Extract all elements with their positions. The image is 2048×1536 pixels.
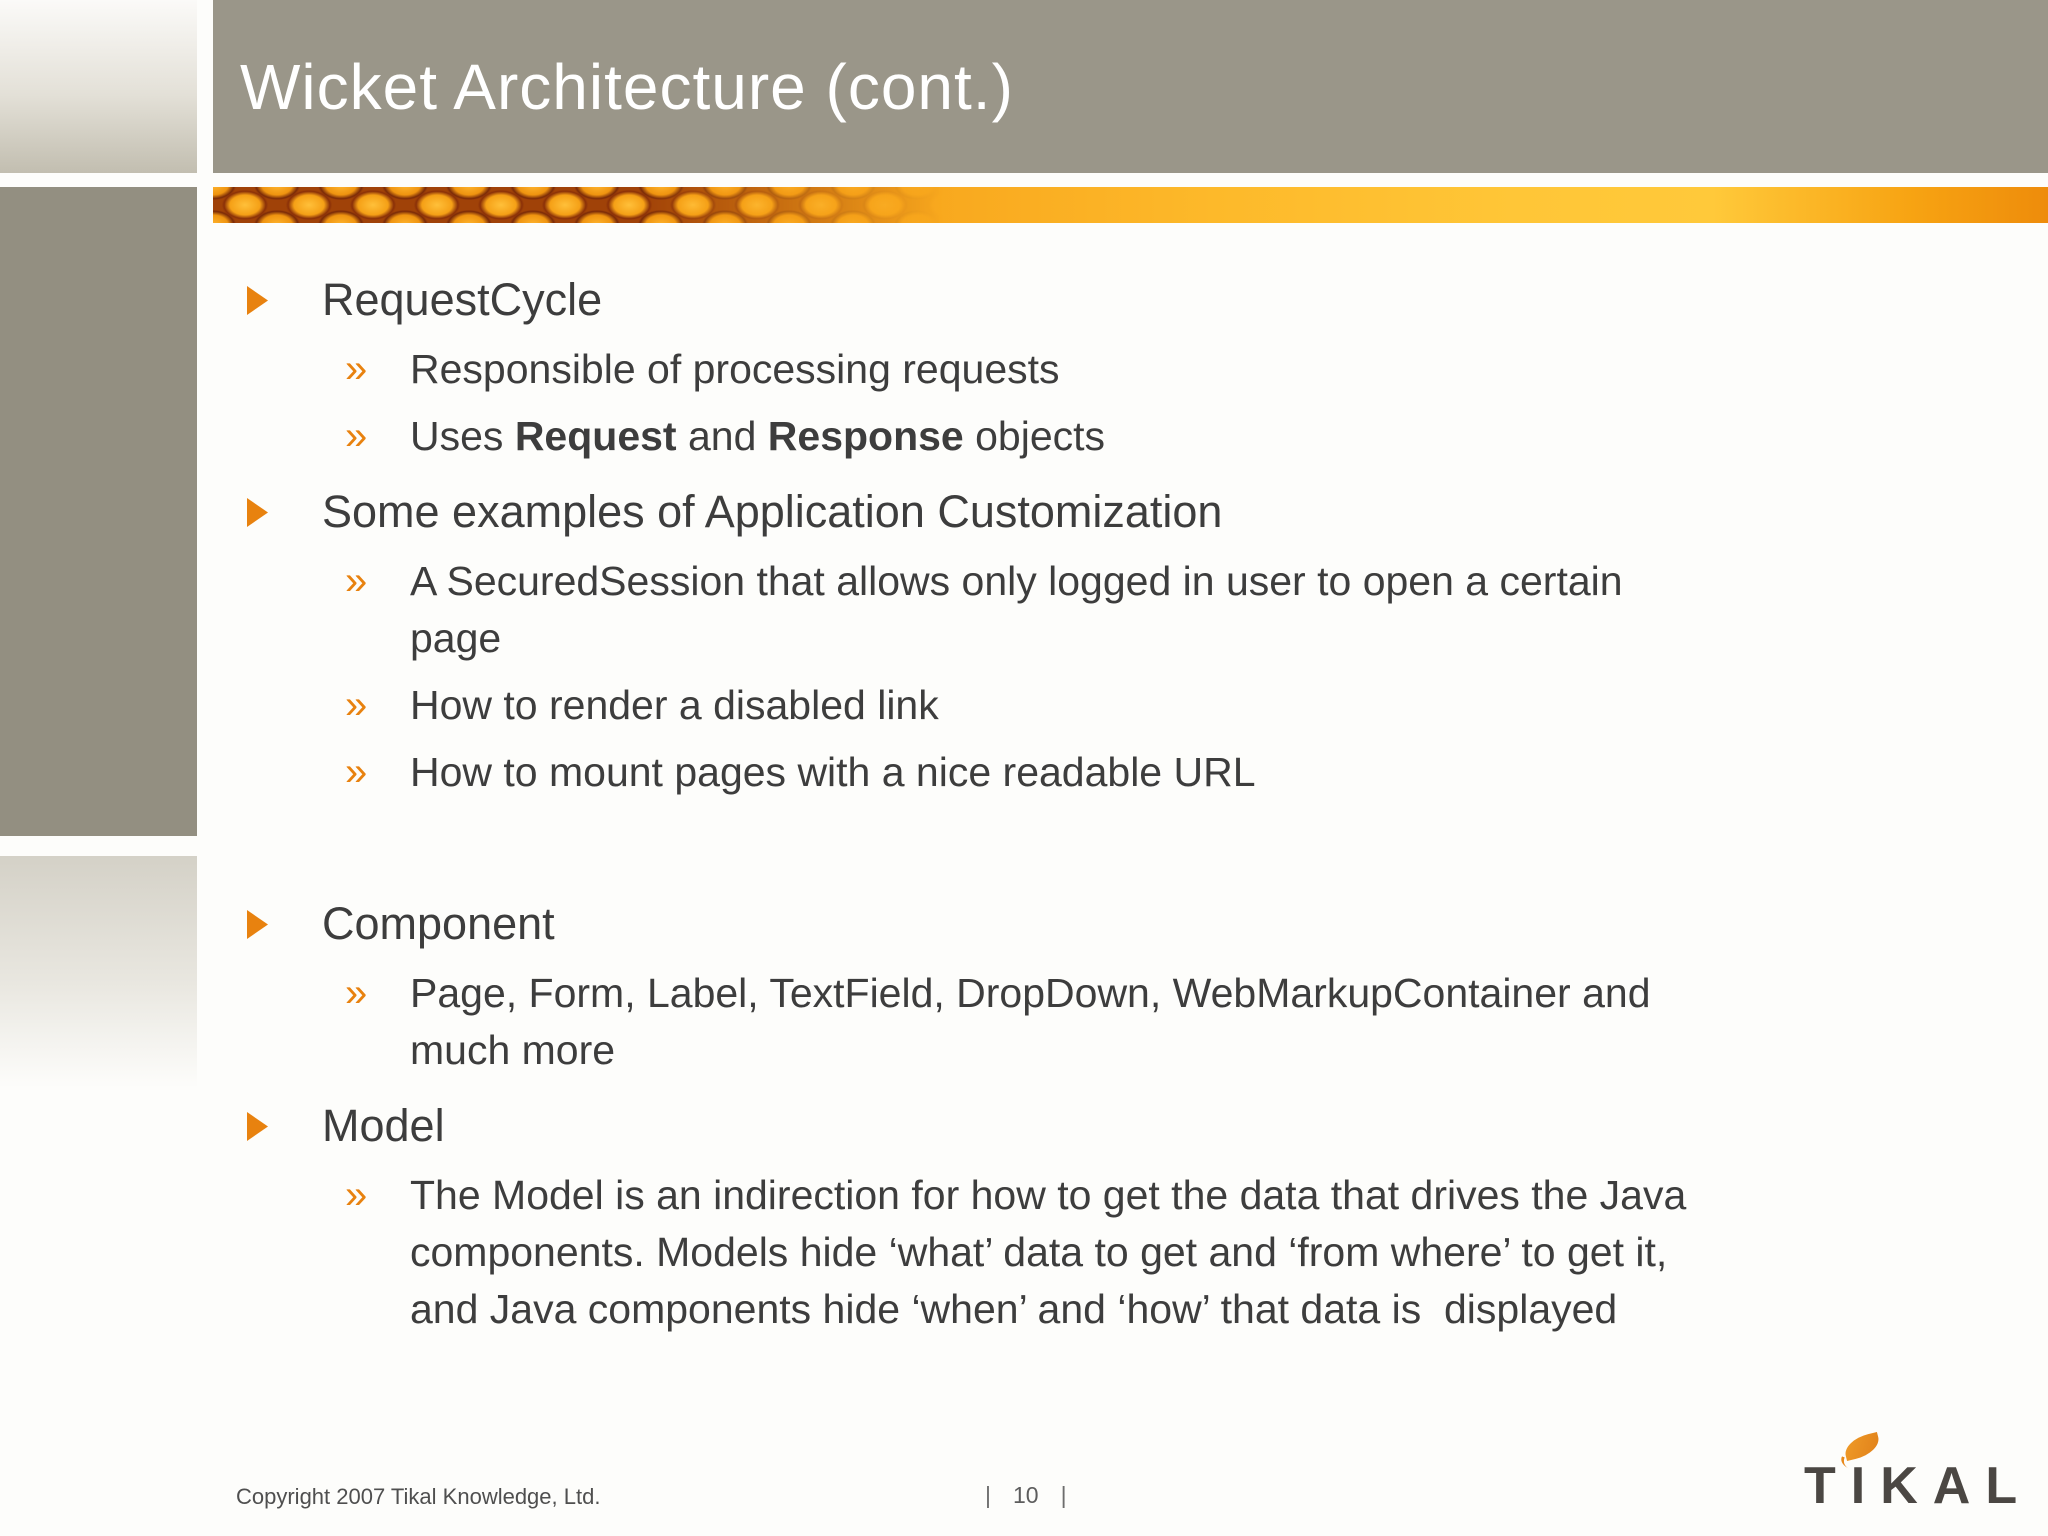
bullet-item: » Page, Form, Label, TextField, DropDown,… xyxy=(213,965,2048,1079)
bullet-item: Model xyxy=(213,1095,2048,1157)
bullet-chevron-icon: » xyxy=(345,750,368,794)
bullet-chevron-icon: » xyxy=(345,559,368,603)
bullet-chevron-icon: » xyxy=(345,414,368,458)
header-band: Wicket Architecture (cont.) xyxy=(213,0,2048,173)
slide-title: Wicket Architecture (cont.) xyxy=(240,50,1014,123)
bullet-text: The Model is an indirection for how to g… xyxy=(410,1172,1687,1332)
sidebar-gradient-block-top xyxy=(0,0,197,173)
bullet-text: Component xyxy=(322,898,555,949)
bullet-triangle-icon xyxy=(247,910,268,939)
bullet-text: How to mount pages with a nice readable … xyxy=(410,749,1256,795)
bullet-triangle-icon xyxy=(247,286,268,315)
bullet-item: RequestCycle xyxy=(213,269,2048,331)
bullet-item: » The Model is an indirection for how to … xyxy=(213,1167,2048,1338)
bullet-chevron-icon: » xyxy=(345,971,368,1015)
sidebar-gradient-block-bottom xyxy=(0,856,197,1088)
logo-text: TIKAL xyxy=(1804,1457,2033,1515)
bullet-chevron-icon: » xyxy=(345,1173,368,1217)
bullet-text: How to render a disabled link xyxy=(410,682,939,728)
page-indicator: | 10 | xyxy=(985,1482,1067,1509)
bullet-text: Model xyxy=(322,1100,445,1151)
bullet-item: » How to mount pages with a nice readable… xyxy=(213,744,2048,801)
bullet-item: Some examples of Application Customizati… xyxy=(213,481,2048,543)
page-separator-right: | xyxy=(1060,1482,1067,1508)
page-separator-left: | xyxy=(985,1482,991,1508)
bullet-triangle-icon xyxy=(247,498,268,527)
tikal-logo: TIKAL xyxy=(1804,1430,2048,1514)
banner-image xyxy=(213,187,2048,223)
bullet-item: » How to render a disabled link xyxy=(213,677,2048,734)
bullet-text: A SecuredSession that allows only logged… xyxy=(410,558,1623,661)
bullet-text: Some examples of Application Customizati… xyxy=(322,486,1223,537)
copyright-text: Copyright 2007 Tikal Knowledge, Ltd. xyxy=(236,1484,601,1509)
bullet-list: RequestCycle » Responsible of processing r… xyxy=(213,223,2048,1338)
page-number: 10 xyxy=(1012,1482,1039,1508)
corn-kernels-texture xyxy=(213,187,993,223)
bullet-item: » Uses Request and Response objects xyxy=(213,408,2048,465)
bullet-item: Component xyxy=(213,893,2048,955)
sidebar-solid-block xyxy=(0,187,197,836)
bullet-text: Responsible of processing requests xyxy=(410,346,1060,392)
bullet-chevron-icon: » xyxy=(345,347,368,391)
bullet-item: » Responsible of processing requests xyxy=(213,341,2048,398)
bullet-text: Uses Request and Response objects xyxy=(410,413,1106,459)
bullet-chevron-icon: » xyxy=(345,683,368,727)
bullet-text: RequestCycle xyxy=(322,274,603,325)
bullet-item: » A SecuredSession that allows only logge… xyxy=(213,553,2048,667)
bullet-triangle-icon xyxy=(247,1112,268,1141)
bullet-text: Page, Form, Label, TextField, DropDown, … xyxy=(410,970,1651,1073)
